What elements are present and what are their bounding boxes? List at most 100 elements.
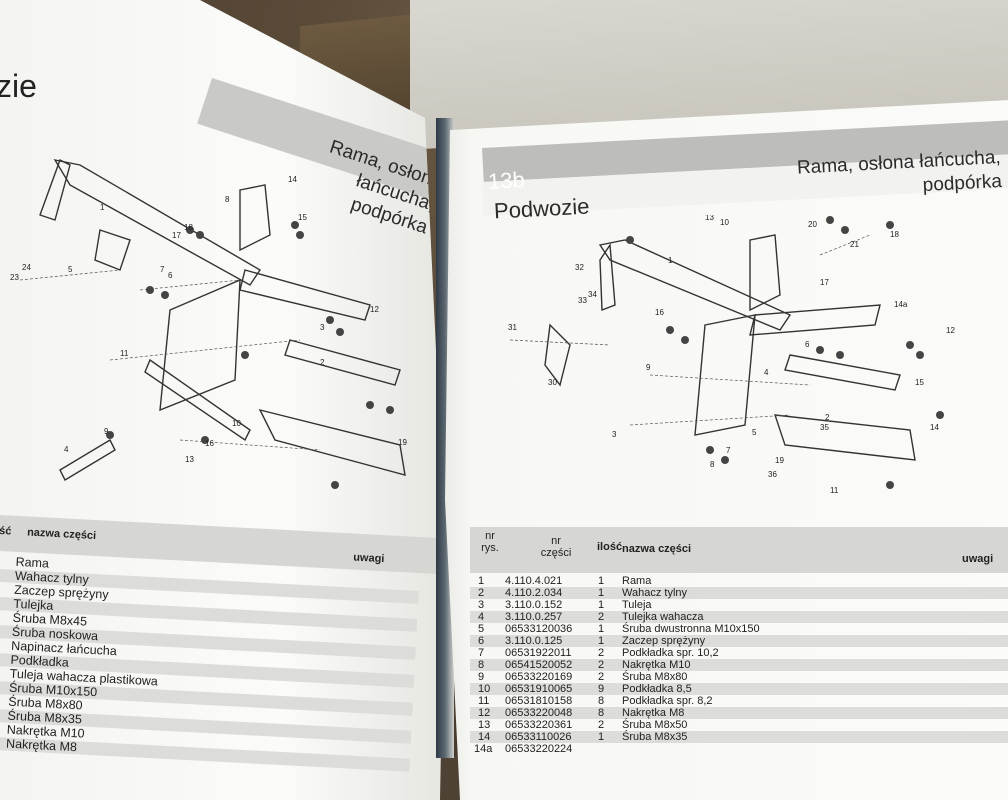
- header-nr-rys: nr rys.: [476, 530, 504, 554]
- right-diagram-label-30: 30: [548, 378, 557, 387]
- left-diagram-label-11: 11: [120, 349, 129, 358]
- row-name: Podkładka spr. 8,2: [622, 695, 713, 707]
- right-diagram-label-14a: 14a: [894, 300, 908, 309]
- row-name: Śruba M8x35: [622, 731, 688, 743]
- row-name: Nakrętka M8: [622, 707, 685, 719]
- left-diagram-label-18: 18: [184, 223, 193, 232]
- right-table-header: nr rys. nr części ilość nazwa części uwa…: [470, 527, 1008, 573]
- left-diagram-label-15: 15: [298, 213, 307, 222]
- row-qty: 1: [598, 731, 605, 743]
- right-diagram-label-4: 4: [764, 368, 769, 377]
- header-name: nazwa części: [622, 543, 692, 555]
- row-name: Śruba M8x80: [622, 671, 688, 683]
- table-row: 7 06531922011 2 Podkładka spr. 10,2: [470, 647, 1008, 659]
- row-nr: 7: [478, 647, 485, 659]
- left-header-notes: uwagi: [352, 551, 385, 566]
- row-code: 4.110.2.034: [505, 587, 563, 599]
- row-nr: 3: [478, 599, 485, 611]
- right-diagram-label-1: 1: [668, 256, 673, 265]
- right-diagram-label-14: 14: [930, 423, 939, 432]
- row-qty: 1: [598, 587, 605, 599]
- left-diagram-label-14: 14: [288, 175, 297, 184]
- left-diagram-label-9: 9: [104, 427, 109, 436]
- row-qty: 1: [598, 635, 605, 647]
- table-row: 14a 06533220224: [470, 743, 1008, 755]
- row-qty: 2: [598, 611, 605, 623]
- row-code: 06531810158: [505, 695, 573, 707]
- right-diagram-label-7: 7: [726, 446, 731, 455]
- table-row: 5 06533120036 1 Śruba dwustronna M10x150: [470, 623, 1008, 635]
- row-qty: 2: [598, 647, 605, 659]
- row-name: Tulejka wahacza: [622, 611, 704, 623]
- header-nr-rys-line2: rys.: [481, 542, 499, 554]
- left-diagram-label-13: 13: [185, 455, 194, 464]
- row-code: 06541520052: [505, 659, 573, 671]
- row-qty: 2: [598, 671, 605, 683]
- row-qty: 1: [598, 599, 605, 611]
- right-diagram-label-15: 15: [915, 378, 924, 387]
- row-nr: 11: [478, 695, 490, 707]
- header-notes: uwagi: [962, 553, 994, 565]
- table-row: 2 4.110.2.034 1 Wahacz tylny: [470, 587, 1008, 599]
- left-diagram-label-10: 10: [232, 419, 241, 428]
- left-diagram-label-1: 1: [100, 203, 105, 212]
- right-diagram-label-6: 6: [805, 340, 810, 349]
- row-code: 06533110026: [505, 731, 572, 743]
- table-row: 13 06533220361 2 Śruba M8x50: [470, 719, 1008, 731]
- header-nr-czesci: nr części: [526, 535, 586, 559]
- row-nr: 14: [478, 731, 491, 743]
- row-qty: 1: [598, 623, 605, 635]
- right-diagram-label-9: 9: [646, 363, 651, 372]
- row-code: 3.110.0.152: [505, 599, 563, 611]
- row-name: Śruba dwustronna M10x150: [622, 623, 760, 635]
- left-diagram-label-7: 7: [160, 265, 165, 274]
- row-name: Nakrętka M10: [622, 659, 691, 671]
- left-diagram-label-6: 6: [168, 271, 173, 280]
- left-exploded-diagram: 1 2 3 4 5 6 7 8 9 10 11 12 13 14 15 16 1…: [10, 159, 407, 489]
- right-diagram-label-13: 13: [705, 215, 714, 222]
- right-diagram-label-32: 32: [575, 263, 584, 272]
- row-qty: 8: [598, 707, 605, 719]
- left-diagram-label-23: 23: [10, 273, 19, 282]
- left-diagram-label-5: 5: [68, 265, 73, 274]
- row-code: 06533220361: [505, 719, 573, 731]
- table-row: 9 06533220169 2 Śruba M8x80: [470, 671, 1008, 683]
- row-name: Wahacz tylny: [622, 587, 688, 599]
- section-number-badge: 13b: [487, 167, 526, 194]
- row-name: Tuleja: [622, 599, 652, 611]
- left-diagram-label-24: 24: [22, 263, 31, 272]
- right-diagram-label-35: 35: [820, 423, 829, 432]
- left-diagram-label-16: 16: [205, 439, 214, 448]
- right-diagram-label-16: 16: [655, 308, 664, 317]
- header-nr-czesci-line2: części: [540, 547, 572, 559]
- left-diagram-label-4: 4: [64, 445, 69, 454]
- right-diagram-label-8: 8: [710, 460, 715, 469]
- left-header-partial: ść: [0, 524, 12, 538]
- row-name: Rama: [622, 575, 652, 587]
- right-diagram-label-2: 2: [825, 413, 830, 422]
- row-qty: 9: [598, 683, 605, 695]
- left-diagram-label-3: 3: [320, 323, 325, 332]
- left-page: zie Rama, osłona łańcucha, podpórka: [0, 0, 445, 800]
- right-diagram-label-20: 20: [808, 220, 817, 229]
- left-diagram-label-17: 17: [172, 231, 181, 240]
- row-code: 4.110.4.021: [505, 575, 563, 587]
- row-qty: 1: [598, 575, 605, 587]
- right-diagram-label-17: 17: [820, 278, 829, 287]
- right-diagram-label-36: 36: [768, 470, 777, 479]
- header-nr-czesci-line1: nr: [551, 535, 561, 547]
- row-code: 06531910065: [505, 683, 573, 695]
- table-row: 1 4.110.4.021 1 Rama: [470, 575, 1008, 587]
- header-nr-rys-line1: nr: [485, 530, 495, 542]
- left-diagram-label-2: 2: [320, 358, 325, 367]
- table-row: 8 06541520052 2 Nakrętka M10: [470, 659, 1008, 671]
- row-nr: 1: [478, 575, 485, 587]
- row-nr: 14a: [474, 743, 493, 755]
- row-qty: 2: [598, 719, 605, 731]
- right-diagram-label-5: 5: [752, 428, 757, 437]
- table-row: 4 3.110.0.257 2 Tulejka wahacza: [470, 611, 1008, 623]
- table-row: 12 06533220048 8 Nakrętka M8: [470, 707, 1008, 719]
- row-name: Zaczep sprężyny: [622, 635, 706, 647]
- row-code: 3.110.0.257: [505, 611, 563, 623]
- right-diagram-label-10: 10: [720, 218, 729, 227]
